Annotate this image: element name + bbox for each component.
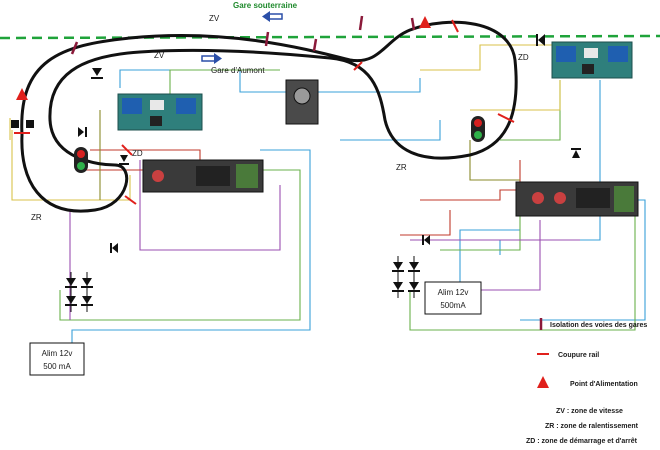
label-zv-top: ZV [209, 14, 220, 23]
sound-module [285, 79, 319, 125]
legend-zd-label: ZD : zone de démarrage et d'arrêt [526, 438, 638, 445]
relay-module-right [551, 41, 633, 79]
signal-left-icon [74, 147, 88, 173]
legend-isolation-label: Isolation des voies des gares [550, 322, 647, 329]
label-zd-right: ZD [518, 53, 529, 62]
label-zr-left: ZR [31, 213, 42, 222]
label-zv-inner: ZV [154, 51, 165, 60]
connector-block [26, 120, 34, 128]
legend-zv-label: ZV : zone de vitesse [556, 408, 623, 415]
detector-board-left [142, 159, 264, 193]
legend-coupure-label: Coupure rail [558, 352, 599, 359]
power-supply-right: Alim 12v 500mA [424, 281, 482, 315]
legend-point-label: Point d'Alimentation [570, 381, 638, 388]
diode-bridge-left [65, 272, 93, 312]
label-zd-left: ZD [132, 149, 143, 158]
power-supply-right-line1: Alim 12v [438, 288, 469, 297]
isolation-marks [70, 15, 416, 55]
feed-point-icon [16, 88, 28, 100]
power-supply-left: Alim 12v 500 mA [29, 342, 85, 376]
direction-arrow-left-icon [262, 11, 283, 22]
legend-zr-label: ZR : zone de ralentissement [545, 423, 639, 430]
diode-bridge-right [392, 256, 420, 298]
diodes [78, 34, 581, 253]
track-loop [20, 20, 518, 213]
label-gare-souterraine: Gare souterraine [233, 1, 298, 10]
underground-station-line [0, 34, 660, 40]
power-supply-left-line2: 500 mA [43, 362, 71, 371]
label-zr-right: ZR [396, 163, 407, 172]
legend: Isolation des voies des gares Coupure ra… [526, 318, 647, 445]
rail-cuts [14, 19, 515, 205]
legend-point-icon [537, 376, 549, 388]
relay-module-left [117, 93, 203, 131]
signal-right-icon [471, 116, 485, 142]
feed-point-icon [419, 16, 431, 28]
connector-block [11, 120, 19, 128]
direction-arrow-right-icon [201, 53, 222, 64]
power-supply-right-line2: 500mA [440, 301, 466, 310]
power-supply-left-line1: Alim 12v [42, 349, 73, 358]
detector-board-right [515, 181, 639, 217]
label-gare-aumont: Gare d'Aumont [211, 66, 265, 75]
